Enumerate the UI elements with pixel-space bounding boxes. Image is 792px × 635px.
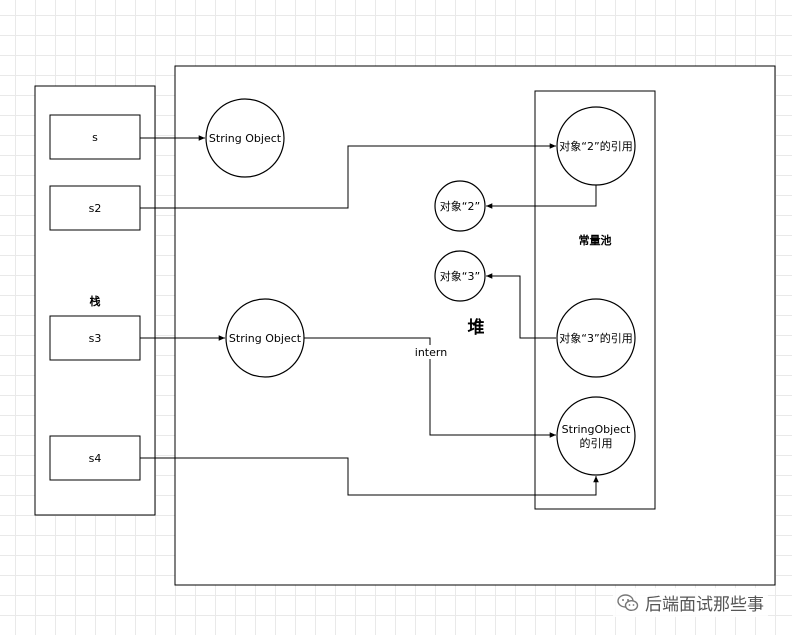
stack-var-label: s	[92, 131, 98, 144]
edge-ref3-to-object3	[486, 273, 556, 339]
intern-label-bg	[413, 345, 449, 359]
edge-s2-to-ref2	[140, 143, 556, 209]
constant-pool-title: 常量池	[579, 233, 612, 247]
svg-text:String Object: String Object	[229, 332, 302, 345]
stack-var-label: s4	[89, 452, 102, 465]
watermark-text: 后端面试那些事	[645, 595, 764, 615]
edge-ref2-to-object2	[486, 185, 597, 209]
stack-var-s4: s4	[49, 435, 141, 481]
stack-var-label: s2	[89, 202, 102, 215]
stack-var-label: s3	[89, 332, 102, 345]
intern-label: intern	[415, 346, 447, 359]
svg-text:对象“3”的引用: 对象“3”的引用	[559, 331, 632, 345]
edge-s4-to-string-object-ref	[140, 457, 599, 496]
heap-object-2: 对象“2”	[434, 180, 486, 232]
wechat-icon	[617, 593, 639, 612]
stack-title: 栈	[90, 294, 101, 308]
svg-text:String Object: String Object	[209, 132, 282, 145]
edge-intern	[304, 337, 556, 438]
heap-string-object-s: String Object	[205, 98, 285, 178]
heap-string-object-s3: String Object	[225, 298, 305, 378]
svg-text:对象“3”: 对象“3”	[440, 269, 480, 283]
pool-ref-object-2: 对象“2”的引用	[556, 106, 636, 186]
svg-text:StringObject: StringObject	[562, 423, 631, 436]
pool-ref-string-object: StringObject 的引用	[556, 396, 636, 476]
heap-title: 堆	[468, 317, 485, 338]
pool-ref-object-3: 对象“3”的引用	[556, 298, 636, 378]
stack-var-s3: s3	[49, 315, 141, 361]
watermark: 后端面试那些事	[613, 588, 768, 617]
stack-var-s: s	[49, 114, 141, 160]
stack-var-s2: s2	[49, 185, 141, 231]
svg-text:对象“2”的引用: 对象“2”的引用	[559, 139, 632, 153]
svg-text:对象“2”: 对象“2”	[440, 199, 480, 213]
heap-object-3: 对象“3”	[434, 250, 486, 302]
svg-text:的引用: 的引用	[580, 436, 613, 450]
